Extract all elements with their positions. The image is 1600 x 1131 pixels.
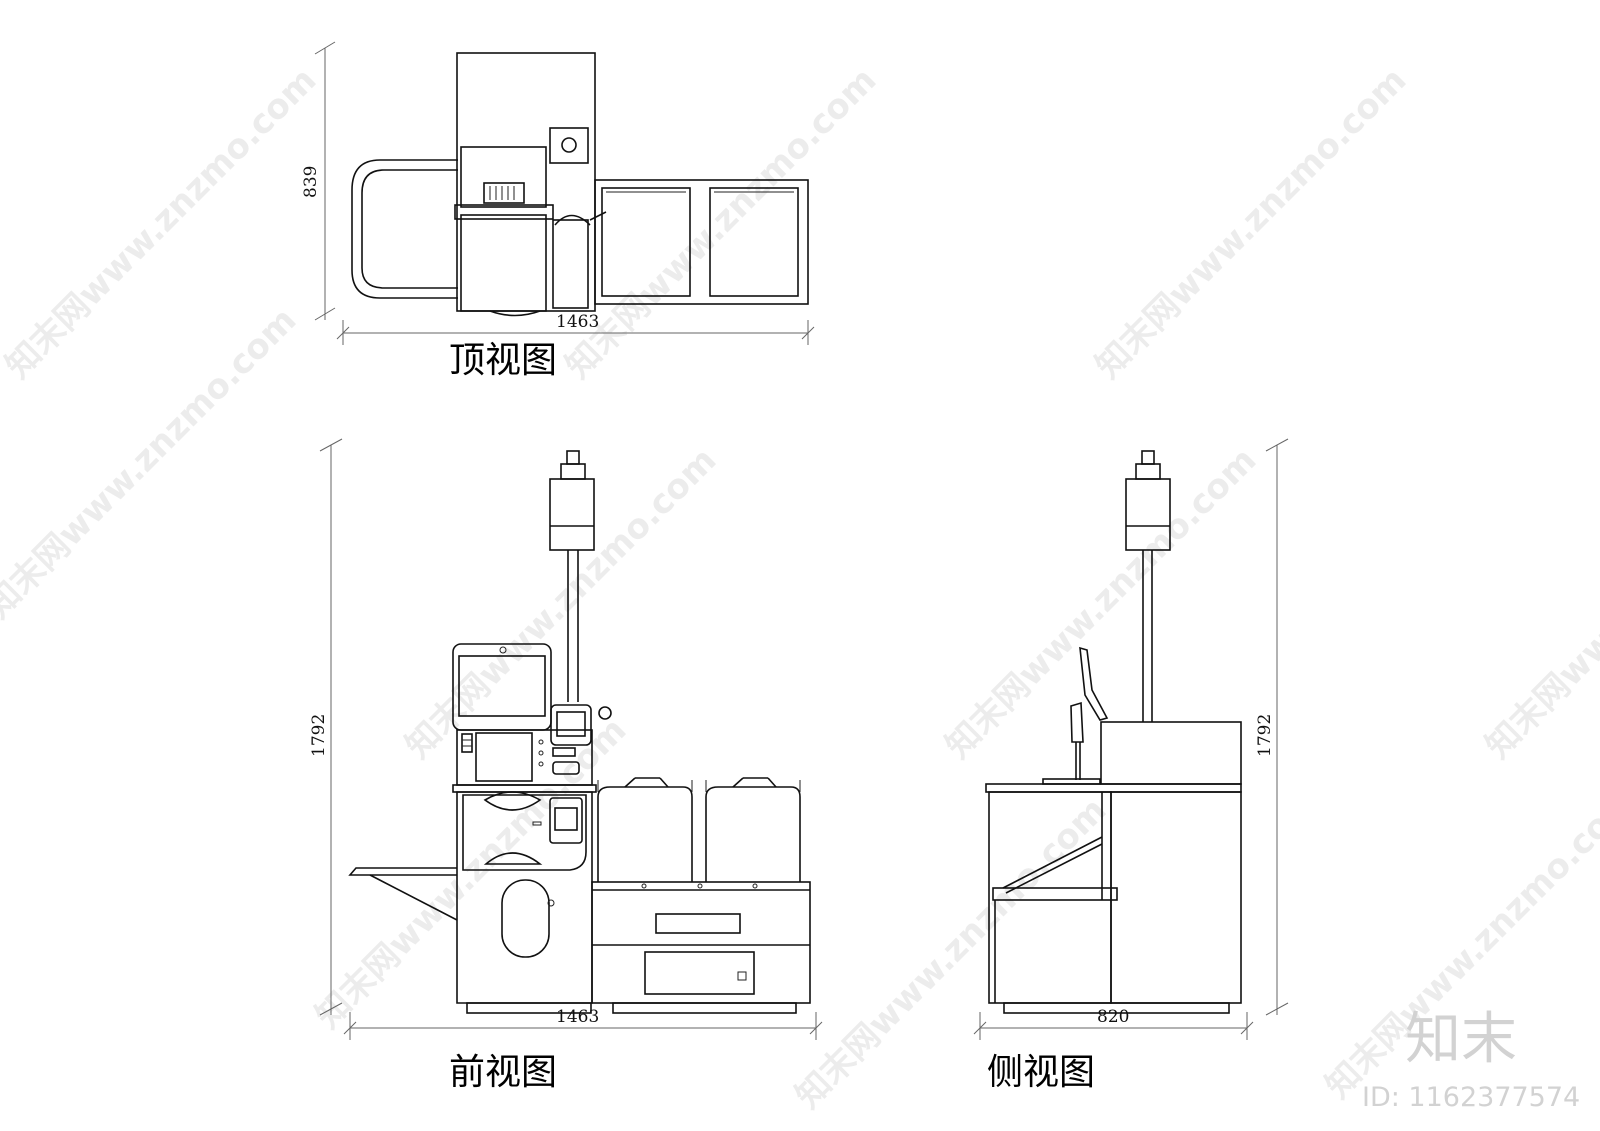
side-height-dim: 1792: [1255, 714, 1275, 757]
watermark: 知末网www.znzmo.com: [938, 440, 1264, 766]
watermark: 知末网www.znzmo.com: [308, 710, 634, 1036]
brand-logo: 知末: [1405, 1007, 1517, 1072]
watermark: 知末网www.znzmo.com: [398, 440, 724, 766]
front-height-dim: 1792: [309, 714, 329, 757]
top-view: 839 1463: [301, 41, 815, 381]
brand-mark: 知末 ID: 1162377574: [1362, 1007, 1580, 1113]
watermark: 知末网www.znzmo.com: [1088, 60, 1414, 386]
front-view-title: 前视图: [449, 1052, 557, 1093]
watermark-layer: 知末网www.znzmo.com 知末网www.znzmo.com 知末网www…: [0, 60, 1600, 1116]
side-view: 1792 820 侧视图: [973, 438, 1289, 1093]
brand-id: ID: 1162377574: [1362, 1082, 1580, 1113]
front-width-dim: 1463: [556, 1007, 599, 1027]
top-view-title: 顶视图: [449, 340, 557, 381]
side-view-title: 侧视图: [987, 1052, 1095, 1093]
top-depth-dim: 839: [301, 166, 321, 198]
top-width-dim: 1463: [556, 312, 599, 332]
front-view: 1792 1463: [309, 438, 823, 1093]
watermark: 知末网www.znzmo.com: [1478, 440, 1600, 766]
side-width-dim: 820: [1097, 1007, 1129, 1027]
watermark: 知末网www.znzmo.com: [558, 60, 884, 386]
